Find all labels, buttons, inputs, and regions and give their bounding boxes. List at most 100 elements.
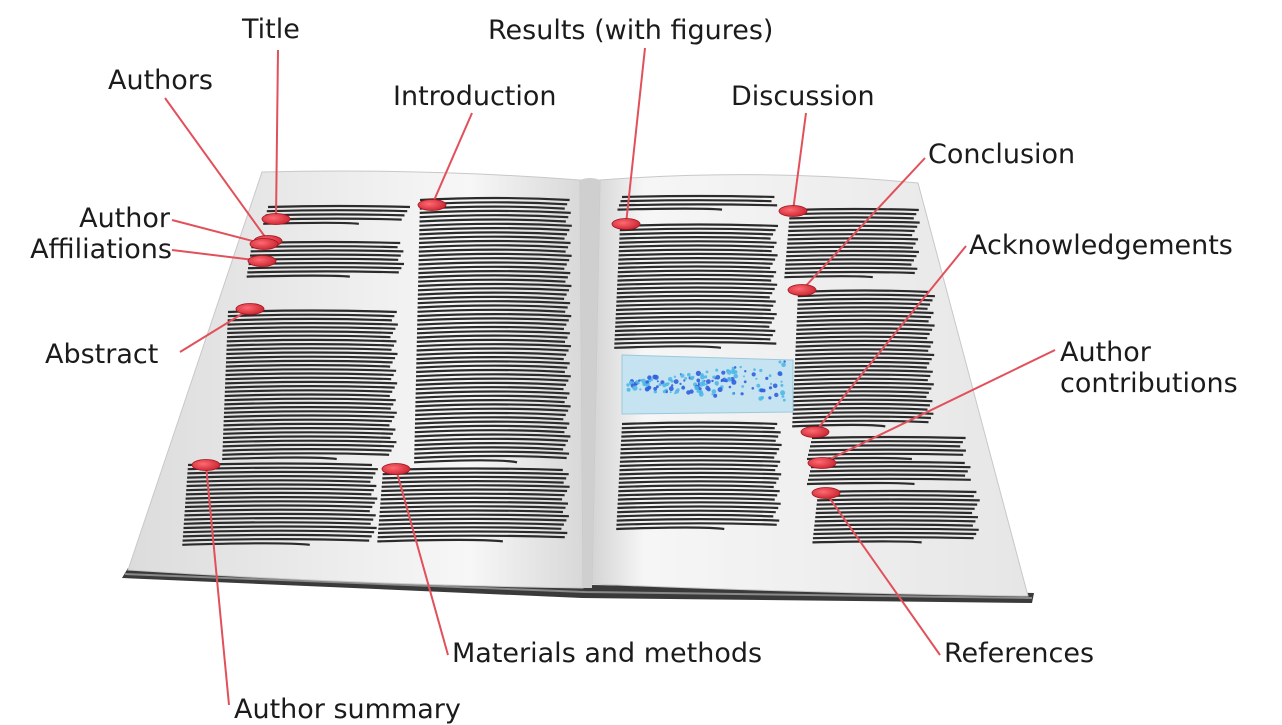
text-line — [792, 407, 928, 411]
text-line — [618, 261, 773, 265]
text-line — [415, 407, 569, 412]
figure-point — [770, 382, 773, 385]
label-abstract: Abstract — [45, 339, 159, 370]
text-line — [224, 385, 395, 389]
text-line — [621, 421, 778, 426]
text-line — [615, 320, 772, 324]
figure-point — [711, 379, 714, 383]
figure-point — [671, 384, 674, 387]
text-line — [379, 513, 569, 518]
text-line — [814, 519, 976, 523]
text-line — [418, 248, 566, 253]
text-line — [377, 530, 568, 535]
text-line — [416, 330, 570, 335]
leader-line-references — [825, 492, 941, 656]
label-author-summary: Author summary — [234, 694, 461, 725]
text-line — [617, 497, 775, 501]
figure-point — [731, 366, 734, 369]
text-line — [792, 419, 929, 424]
text-line — [810, 440, 963, 444]
text-line — [415, 399, 565, 404]
figure-point — [714, 381, 719, 386]
figure-point — [662, 390, 667, 394]
text-line — [418, 244, 569, 249]
figure-point — [733, 366, 737, 369]
text-line — [806, 481, 915, 486]
figure-point — [759, 368, 763, 373]
text-line — [619, 236, 771, 240]
results-figure — [621, 354, 794, 415]
text-line — [414, 429, 565, 434]
text-line — [619, 459, 781, 463]
text-line — [796, 314, 932, 319]
text-line — [247, 266, 402, 270]
leader-line-results — [625, 47, 646, 225]
figure-point — [715, 375, 721, 380]
text-line — [614, 328, 776, 333]
text-line — [416, 368, 565, 374]
text-line — [621, 194, 775, 199]
text-line — [816, 502, 978, 506]
figure-point — [683, 379, 686, 382]
text-line — [815, 515, 978, 519]
figure-point — [731, 370, 736, 375]
text-line — [793, 386, 932, 390]
text-line — [185, 500, 375, 504]
marker-affiliations1 — [249, 238, 279, 250]
figure-point — [733, 373, 739, 379]
figure-point — [740, 392, 744, 396]
text-line — [811, 435, 966, 440]
text-line — [187, 470, 376, 475]
text-line — [415, 416, 564, 421]
text-line — [796, 323, 935, 327]
text-line — [225, 372, 394, 377]
text-line — [788, 224, 918, 228]
text-line — [266, 209, 408, 213]
book-spine — [580, 178, 600, 588]
text-line — [792, 423, 886, 428]
label-author-affiliations-line1: Author — [79, 203, 170, 234]
text-line — [816, 506, 975, 510]
text-line — [795, 344, 931, 348]
figure-point — [638, 379, 641, 382]
text-line — [618, 476, 779, 480]
text-line — [223, 418, 392, 423]
text-line — [615, 324, 770, 328]
figure-point — [626, 383, 630, 387]
text-line — [616, 299, 776, 303]
text-line — [227, 330, 393, 335]
text-line — [226, 351, 398, 356]
text-line — [621, 438, 776, 442]
text-line — [184, 504, 373, 509]
text-line — [187, 475, 373, 479]
text-line — [615, 311, 777, 316]
text-line — [224, 393, 390, 398]
figure-point — [715, 368, 719, 372]
text-line — [616, 286, 775, 291]
figure-point — [666, 382, 669, 385]
text-line — [617, 509, 776, 514]
figure-point — [780, 380, 783, 383]
text-line — [617, 278, 772, 282]
text-line — [416, 364, 568, 369]
text-line — [796, 327, 933, 331]
leader-line-abstract — [179, 308, 251, 353]
text-line — [418, 265, 565, 270]
text-line — [619, 467, 776, 472]
text-line — [380, 501, 569, 505]
figure-point — [632, 385, 638, 391]
leader-line-introduction — [431, 112, 473, 206]
text-line — [223, 410, 397, 414]
text-line — [226, 338, 397, 343]
leader-line-affiliations2 — [171, 249, 263, 262]
text-line — [417, 321, 567, 326]
figure-point — [712, 375, 716, 379]
text-line — [222, 443, 395, 448]
marker-conclusion — [787, 284, 817, 296]
text-line — [794, 373, 931, 378]
figure-point — [653, 386, 658, 391]
figure-point — [698, 390, 702, 394]
figure-point — [781, 395, 785, 398]
leader-line-acknowledgements — [814, 245, 967, 433]
figure-point — [650, 378, 654, 381]
